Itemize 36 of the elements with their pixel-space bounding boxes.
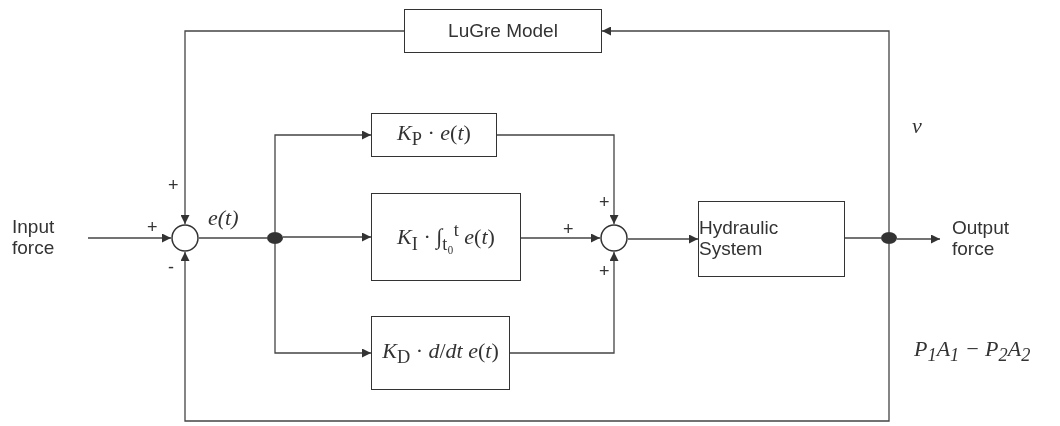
- arrow: [509, 251, 619, 354]
- sign-label: +: [147, 218, 158, 236]
- input-label: Input force: [12, 212, 88, 264]
- sign-label: +: [168, 176, 179, 194]
- arrow: [896, 234, 941, 244]
- arrow: [180, 243, 890, 422]
- connector-line: [198, 237, 268, 239]
- sign-label: +: [599, 262, 610, 280]
- branch-point: [881, 232, 897, 244]
- block-text: LuGre Model: [448, 20, 558, 42]
- model-block: [404, 9, 602, 53]
- summing-junction: [171, 224, 199, 252]
- block-text: K$_{D}$ · d/dt e(t): [382, 337, 499, 369]
- connector-line: [844, 237, 882, 239]
- arrow: [627, 234, 699, 244]
- block-text: Hydraulic System: [699, 218, 780, 260]
- arrow: [274, 243, 372, 358]
- output-label: Output force: [952, 213, 1056, 265]
- arrow: [601, 26, 890, 233]
- integral-block: [371, 193, 521, 281]
- gain-block: [371, 113, 497, 157]
- sign-label: +: [563, 220, 574, 238]
- sign-label: +: [599, 193, 610, 211]
- arrow: [180, 30, 405, 225]
- branch-point: [267, 232, 283, 244]
- sign-label: -: [168, 258, 174, 276]
- arrow: [496, 134, 619, 225]
- arrow: [87, 233, 172, 243]
- arrow: [282, 232, 372, 242]
- block-text: K$_{I}$ · ∫$_{t₀}$$^{t}$ e(t): [397, 219, 495, 255]
- arrow: [274, 130, 372, 233]
- derivative-block: [371, 316, 510, 390]
- block-text: K$_{P}$ · e(t): [397, 119, 471, 151]
- arrow: [520, 233, 601, 243]
- summing-junction: [600, 224, 628, 252]
- process-block: [698, 201, 845, 277]
